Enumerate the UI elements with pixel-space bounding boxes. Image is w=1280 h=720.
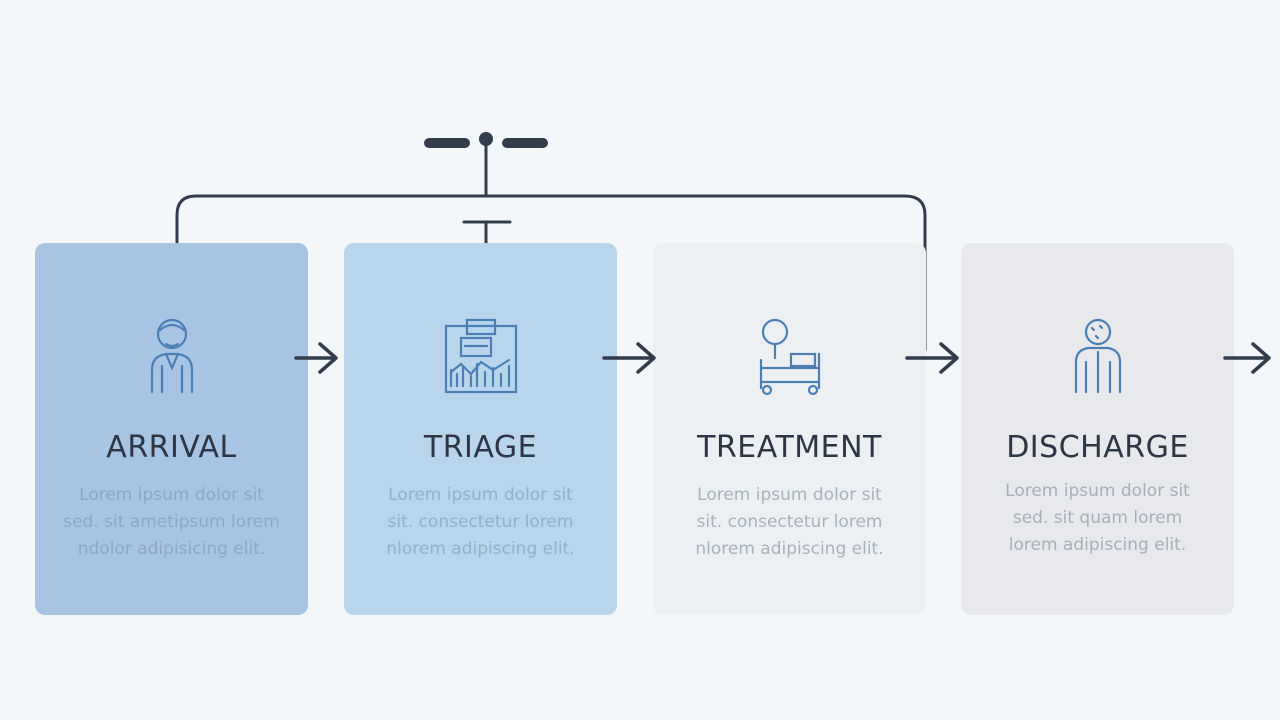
stage-title: DISCHARGE xyxy=(1006,430,1189,465)
stage-title: TRIAGE xyxy=(423,430,538,465)
clipboard-chart-icon xyxy=(444,318,517,394)
arrow-right-icon xyxy=(602,342,656,374)
stage-card-arrival: ARRIVAL Lorem ipsum dolor sit sed. sit a… xyxy=(35,243,308,615)
patient-leaving-icon xyxy=(1074,318,1121,394)
arrow-right-icon xyxy=(1223,342,1271,374)
stage-description: Lorem ipsum dolor sit sed. sit quam lore… xyxy=(1005,481,1190,555)
stage-card-triage: TRIAGE Lorem ipsum dolor sit sit. consec… xyxy=(344,243,617,615)
stage-card-treatment: TREATMENT Lorem ipsum dolor sit sit. con… xyxy=(653,243,926,615)
person-icon xyxy=(150,318,193,394)
stage-card-discharge: DISCHARGE Lorem ipsum dolor sit sed. sit… xyxy=(961,243,1234,615)
arrow-right-icon xyxy=(294,342,338,374)
stage-description: Lorem ipsum dolor sit sit. consectetur l… xyxy=(386,485,575,559)
stage-description: Lorem ipsum dolor sit sed. sit ametipsum… xyxy=(63,485,280,559)
stage-title: ARRIVAL xyxy=(106,430,237,465)
stage-title: TREATMENT xyxy=(697,430,882,465)
hospital-bed-icon xyxy=(759,318,820,396)
arrow-right-icon xyxy=(905,342,959,374)
stage-description: Lorem ipsum dolor sit sit. consectetur l… xyxy=(695,485,884,559)
